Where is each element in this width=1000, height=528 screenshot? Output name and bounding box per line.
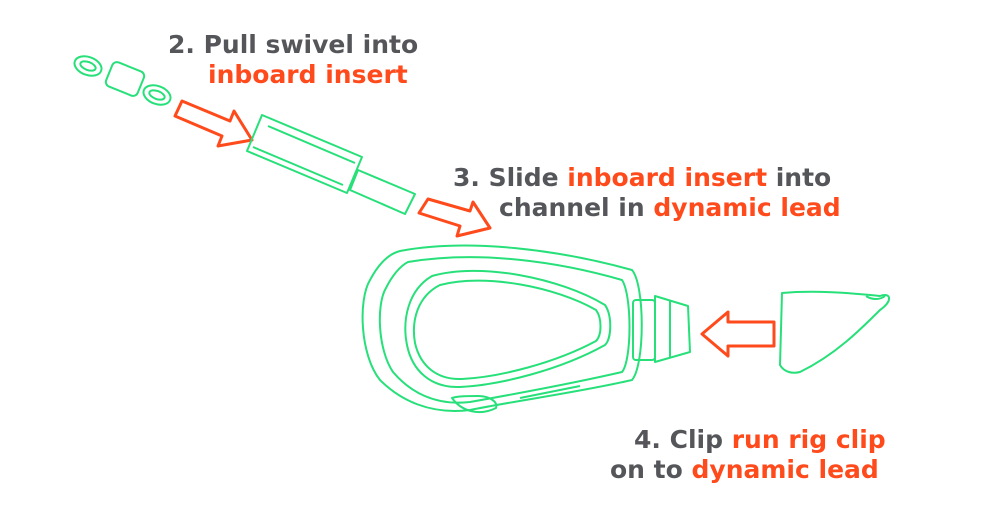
swivel-rear-loop-inner bbox=[148, 89, 166, 101]
lead-inner-window bbox=[404, 269, 612, 389]
lead-nose-collar bbox=[654, 295, 691, 363]
insert-body-lower-edge bbox=[252, 146, 344, 186]
step-4-highlight-clip: run rig clip bbox=[731, 425, 886, 454]
lead-outer-rim bbox=[378, 256, 631, 404]
arrow-swivel-to-insert bbox=[173, 99, 254, 148]
clip-body bbox=[779, 290, 890, 374]
swivel-front-loop bbox=[73, 55, 103, 77]
lead-nose-base bbox=[632, 299, 656, 361]
step-2-highlight: inboard insert bbox=[208, 60, 408, 89]
step-4-prefix: 4. Clip bbox=[634, 425, 732, 454]
insert-body-inner-edge bbox=[267, 125, 356, 164]
step-3-highlight-insert: inboard insert bbox=[567, 163, 768, 192]
lead-base-seam bbox=[519, 385, 581, 399]
inboard-insert-part bbox=[246, 114, 416, 215]
swivel-barrel bbox=[104, 61, 146, 97]
lead-base-detail bbox=[451, 395, 498, 414]
swivel-front-loop-inner bbox=[79, 60, 97, 72]
insert-body bbox=[246, 114, 363, 194]
arrow-clip-to-lead bbox=[700, 310, 776, 358]
step-4-middle: on to bbox=[610, 455, 692, 484]
step-3-label: 3. Slide inboard insert into channel in … bbox=[453, 163, 841, 223]
step-3-channel-text: channel in bbox=[499, 193, 654, 222]
dynamic-lead-part bbox=[361, 244, 691, 414]
step-2-text: 2. Pull swivel into bbox=[168, 30, 419, 59]
clip-lip bbox=[865, 295, 886, 300]
swivel-part bbox=[73, 55, 172, 106]
step-4-label: 4. Clip run rig clip on to dynamic lead bbox=[610, 425, 886, 485]
swivel-rear-loop bbox=[142, 84, 172, 106]
arrow-insert-to-lead bbox=[417, 197, 492, 238]
step-2-label: 2. Pull swivel into inboard insert bbox=[168, 30, 418, 90]
run-rig-clip-part bbox=[779, 290, 890, 374]
step-3-middle: into bbox=[767, 163, 832, 192]
insert-stem bbox=[349, 169, 416, 215]
step-3-prefix: 3. Slide bbox=[453, 163, 568, 192]
step-3-highlight-lead: dynamic lead bbox=[653, 193, 841, 222]
step-4-highlight-lead: dynamic lead bbox=[691, 455, 879, 484]
lead-inner-window-edge bbox=[413, 279, 602, 381]
lead-outer-shell bbox=[361, 244, 643, 412]
